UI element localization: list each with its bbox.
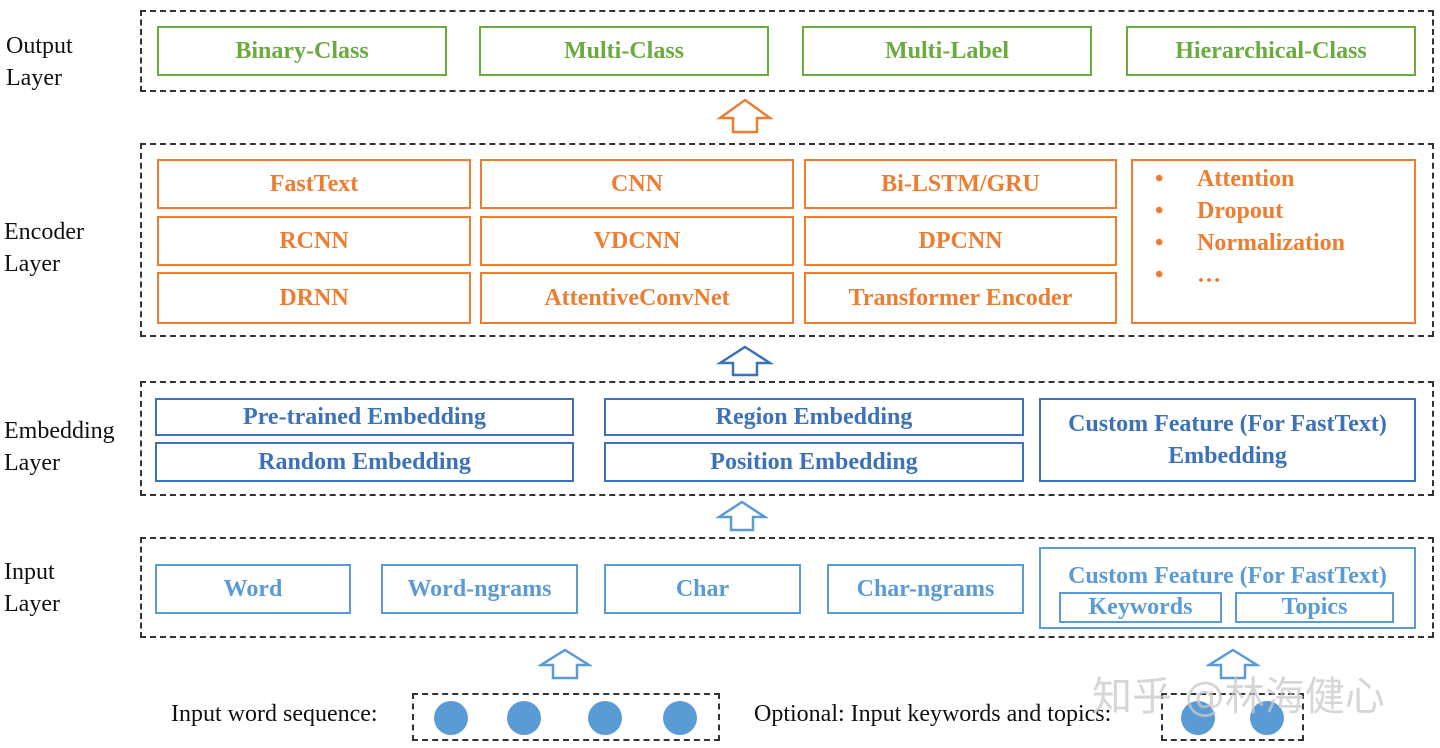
vdcnn-box: VDCNN (480, 216, 794, 266)
encoder-extras-box: •Attention •Dropout •Normalization •… (1131, 159, 1416, 324)
transformer-encoder-box: Transformer Encoder (804, 272, 1117, 324)
up-arrow-icon (1206, 648, 1260, 680)
extra-ellipsis: •… (1155, 262, 1221, 288)
extra-attention: •Attention (1155, 166, 1295, 192)
word-ngrams-box: Word-ngrams (381, 564, 578, 614)
word-token-dot (663, 701, 697, 735)
region-embedding-box: Region Embedding (604, 398, 1024, 436)
output-layer-container (140, 10, 1434, 92)
fasttext-box: FastText (157, 159, 471, 209)
hierarchical-class-box: Hierarchical-Class (1126, 26, 1416, 76)
random-embedding-box: Random Embedding (155, 442, 574, 482)
keywords-topics-label: Optional: Input keywords and topics: (754, 701, 1112, 727)
up-arrow-icon (538, 648, 592, 680)
extra-normalization: •Normalization (1155, 230, 1345, 256)
input-layer-container (140, 537, 1434, 638)
watermark: 知乎 @林海健心 (1092, 674, 1385, 720)
char-ngrams-box: Char-ngrams (827, 564, 1024, 614)
word-box: Word (155, 564, 351, 614)
cnn-box: CNN (480, 159, 794, 209)
encoder-layer-container (140, 143, 1434, 337)
attentiveconvnet-box: AttentiveConvNet (480, 272, 794, 324)
topics-box: Topics (1235, 592, 1394, 623)
word-sequence-container (412, 693, 720, 741)
input-word-sequence-label: Input word sequence: (171, 701, 378, 727)
binary-class-box: Binary-Class (157, 26, 447, 76)
drnn-box: DRNN (157, 272, 471, 324)
extra-dropout: •Dropout (1155, 198, 1284, 224)
keywords-container (1161, 693, 1304, 741)
up-arrow-icon (716, 500, 768, 532)
word-token-dot (588, 701, 622, 735)
multi-label-box: Multi-Label (802, 26, 1092, 76)
pretrained-embedding-box: Pre-trained Embedding (155, 398, 574, 436)
up-arrow-icon (716, 98, 774, 134)
keyword-token-dot (1250, 701, 1284, 735)
bi-lstm-gru-box: Bi-LSTM/GRU (804, 159, 1117, 209)
dpcnn-box: DPCNN (804, 216, 1117, 266)
custom-feature-title: Custom Feature (For FastText) (1068, 562, 1387, 589)
position-embedding-box: Position Embedding (604, 442, 1024, 482)
embedding-layer-container (140, 381, 1434, 496)
custom-feature-input-box: Custom Feature (For FastText) (1039, 547, 1416, 629)
up-arrow-icon (716, 345, 774, 377)
char-box: Char (604, 564, 801, 614)
word-token-dot (507, 701, 541, 735)
custom-feature-embedding-box: Custom Feature (For FastText) Embedding (1039, 398, 1416, 482)
rcnn-box: RCNN (157, 216, 471, 266)
word-token-dot (434, 701, 468, 735)
multi-class-box: Multi-Class (479, 26, 769, 76)
keywords-box: Keywords (1059, 592, 1222, 623)
keyword-token-dot (1181, 701, 1215, 735)
